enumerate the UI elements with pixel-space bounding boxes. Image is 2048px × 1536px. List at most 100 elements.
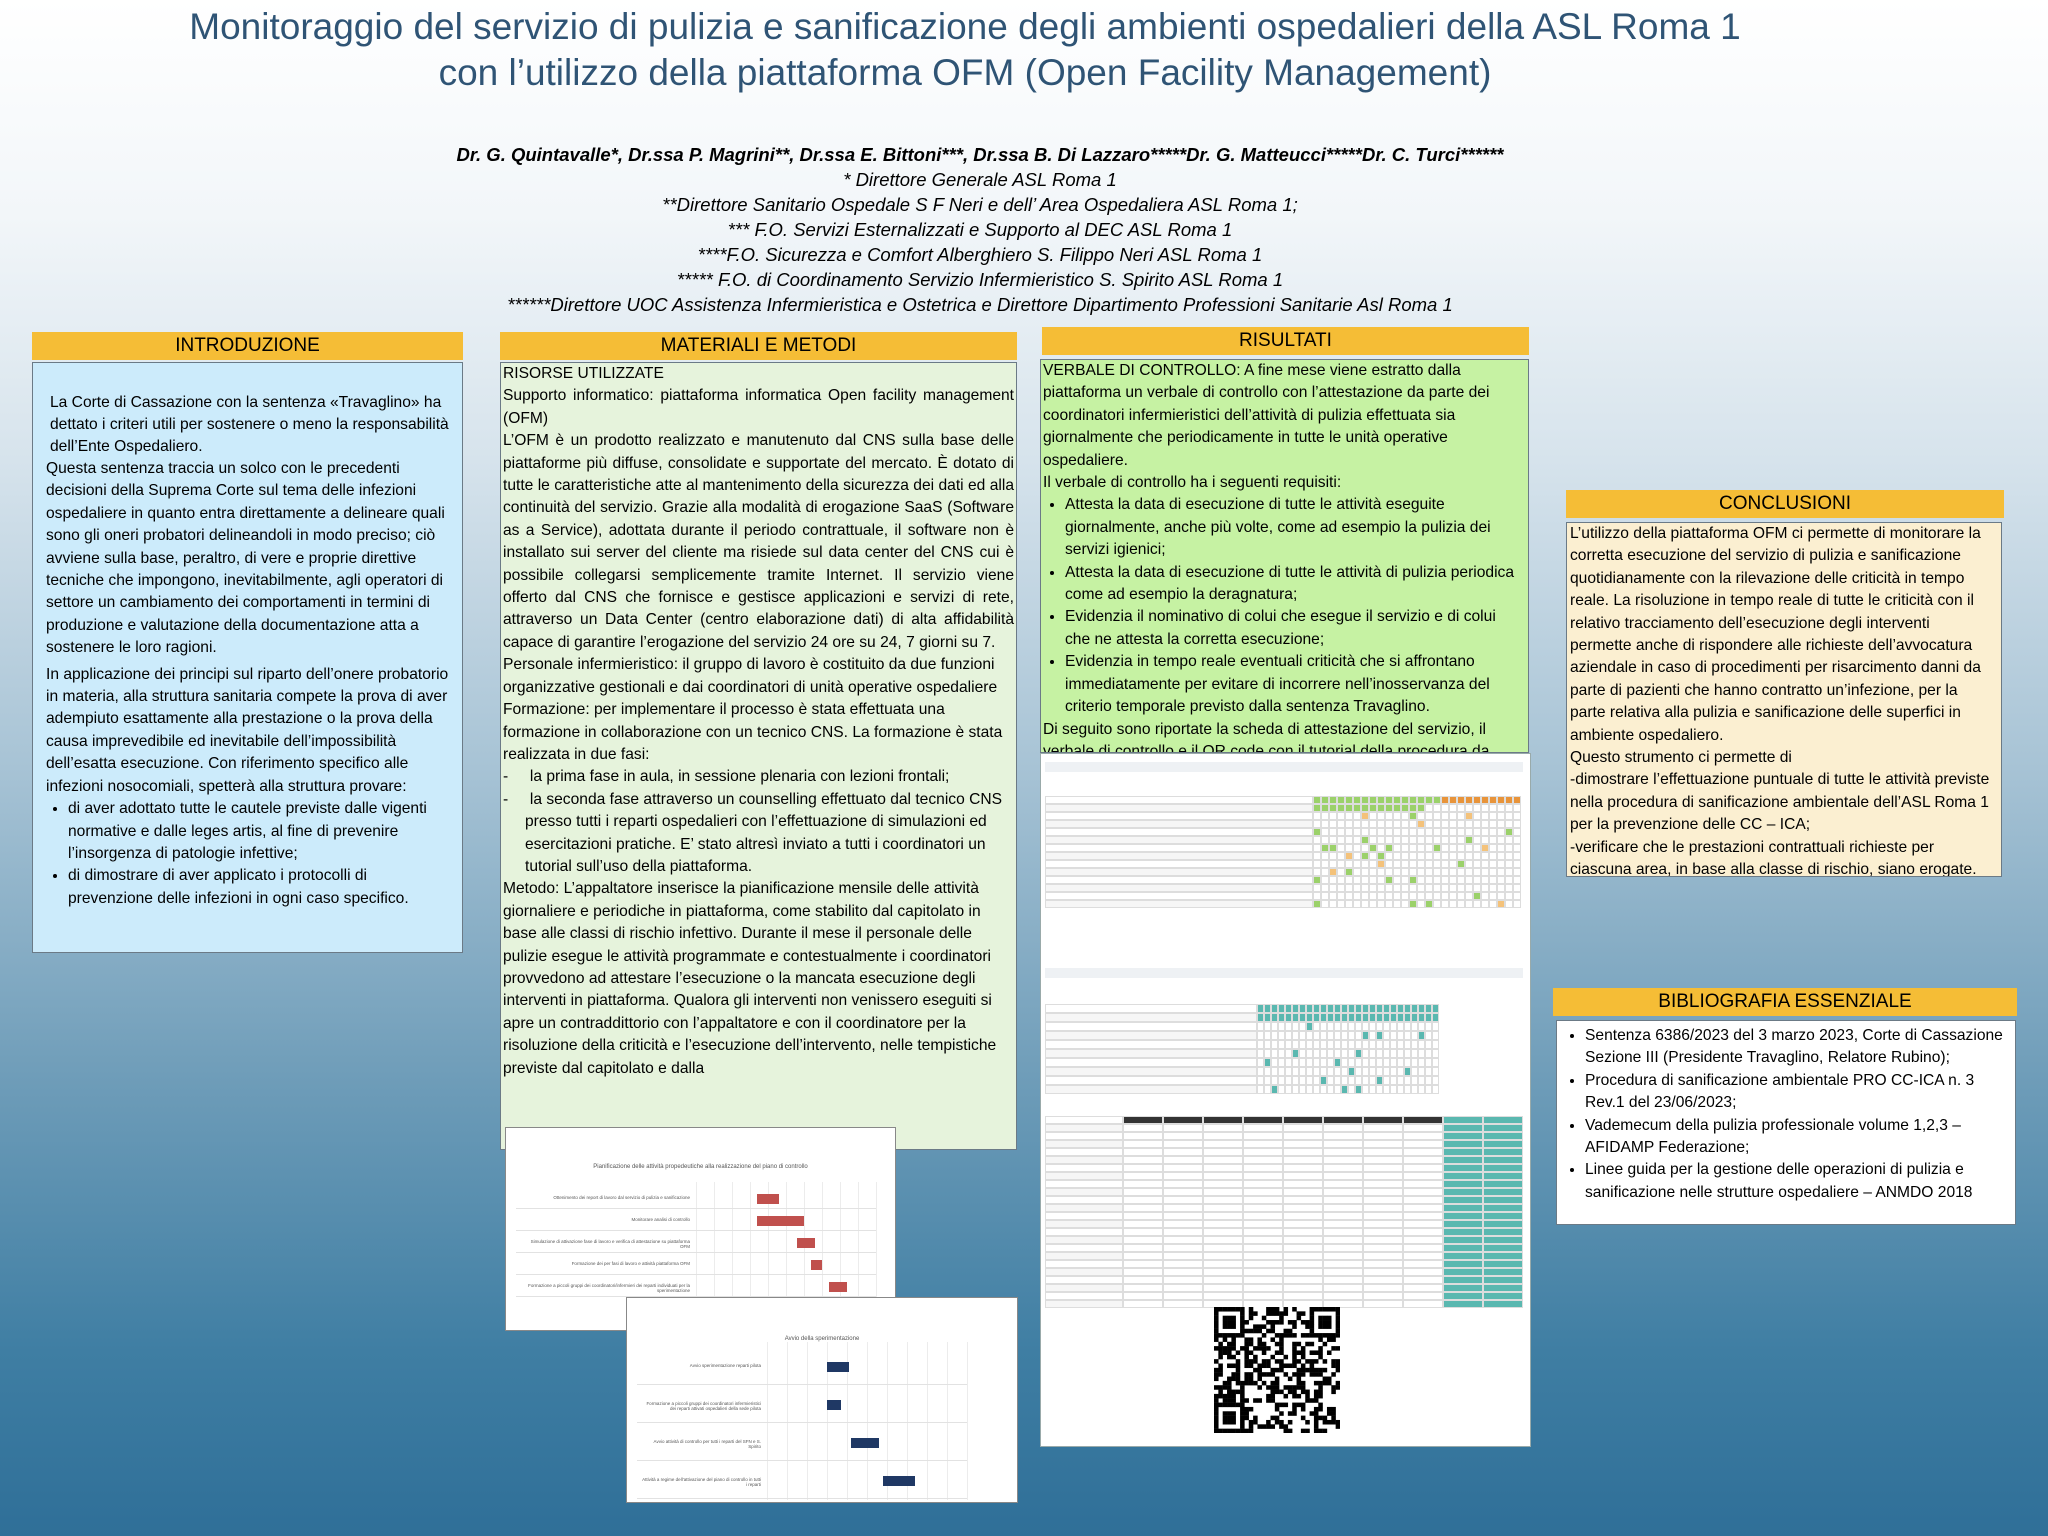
table-cell [1123, 1156, 1163, 1164]
qr-module [1248, 1328, 1254, 1334]
qr-module [1244, 1320, 1249, 1325]
table-cell [1465, 804, 1473, 812]
qr-module [1270, 1367, 1276, 1373]
table-cell [1390, 1013, 1397, 1022]
qr-module [1253, 1346, 1258, 1351]
qr-module [1292, 1354, 1297, 1360]
qr-module [1214, 1333, 1219, 1338]
qr-module [1292, 1402, 1297, 1408]
qr-module [1300, 1333, 1306, 1338]
table-row-label [1045, 1022, 1257, 1031]
table-cell [1409, 884, 1417, 892]
qr-module [1279, 1367, 1284, 1373]
table-cell [1345, 884, 1353, 892]
table-cell [1409, 892, 1417, 900]
results-screenshots [1040, 753, 1531, 1447]
table-cell [1313, 804, 1321, 812]
table-cell [1203, 1260, 1243, 1268]
qr-module [1261, 1363, 1267, 1369]
table-cell [1163, 1164, 1203, 1172]
table-cell [1393, 812, 1401, 820]
table-cell [1403, 1252, 1443, 1260]
table-cell [1362, 1013, 1369, 1022]
table-row-label [1045, 1156, 1123, 1164]
table-cell [1163, 1140, 1203, 1148]
table-cell [1348, 1058, 1355, 1067]
table-cell [1323, 1212, 1363, 1220]
table-cell [1353, 812, 1361, 820]
materials-phase: - la prima fase in aula, in sessione ple… [503, 768, 950, 786]
table-cell [1443, 1300, 1483, 1308]
qr-module [1274, 1385, 1280, 1390]
table-cell [1417, 868, 1425, 876]
table-cell [1363, 1172, 1403, 1180]
qr-module [1335, 1363, 1341, 1369]
table-cell [1390, 1058, 1397, 1067]
qr-module [1240, 1411, 1245, 1416]
table-cell [1409, 804, 1417, 812]
table-cell [1257, 1076, 1264, 1085]
results-paragraph: VERBALE DI CONTROLLO: A fine mese viene … [1043, 362, 1490, 469]
qr-module [1227, 1393, 1232, 1399]
table-cell [1163, 1212, 1203, 1220]
table-cell [1243, 1284, 1283, 1292]
table-cell [1323, 1220, 1363, 1228]
table-cell [1433, 812, 1441, 820]
table-cell [1341, 1049, 1348, 1058]
table-cell [1411, 1067, 1418, 1076]
table-cell [1361, 884, 1369, 892]
qr-module [1257, 1385, 1262, 1390]
table-cell [1313, 868, 1321, 876]
table-cell [1323, 1244, 1363, 1252]
table-cell [1369, 812, 1377, 820]
gantt-bar [796, 1238, 815, 1248]
table-cell [1369, 1085, 1376, 1094]
qr-module [1322, 1333, 1328, 1338]
qr-module [1318, 1406, 1323, 1412]
table-cell [1377, 812, 1385, 820]
qr-module [1244, 1363, 1249, 1369]
table-cell [1489, 796, 1497, 804]
table-cell [1306, 1040, 1313, 1049]
qr-module [1231, 1389, 1236, 1395]
table-cell [1403, 1196, 1443, 1204]
conclusions-paragraph: -dimostrare l’effettuazione puntuale di … [1570, 771, 1990, 834]
table-cell [1443, 1292, 1483, 1300]
qr-module [1283, 1333, 1289, 1338]
table-cell [1345, 876, 1353, 884]
qr-module [1218, 1350, 1223, 1355]
table-cell [1473, 804, 1481, 812]
table-cell [1345, 796, 1353, 804]
table-row-label [1045, 876, 1313, 884]
gantt-bar [851, 1438, 879, 1448]
table-cell [1443, 1172, 1483, 1180]
qr-module [1274, 1389, 1280, 1395]
qr-module [1296, 1393, 1302, 1399]
table-cell [1376, 1085, 1383, 1094]
table-cell [1355, 1004, 1362, 1013]
qr-module [1222, 1320, 1228, 1325]
qr-module [1270, 1328, 1276, 1334]
table-cell [1481, 876, 1489, 884]
table-cell [1449, 812, 1457, 820]
table-cell [1329, 892, 1337, 900]
qr-module [1214, 1424, 1219, 1429]
qr-module [1305, 1393, 1310, 1399]
table-cell [1433, 836, 1441, 844]
table-cell [1417, 820, 1425, 828]
table-cell [1271, 1004, 1278, 1013]
table-cell [1355, 1031, 1362, 1040]
table-cell [1369, 828, 1377, 836]
table-cell [1513, 812, 1521, 820]
qr-module [1261, 1346, 1267, 1351]
table-cell [1417, 844, 1425, 852]
qr-code[interactable] [1214, 1307, 1341, 1434]
qr-module [1266, 1328, 1271, 1334]
table-row-label [1045, 1013, 1257, 1022]
table-cell [1385, 828, 1393, 836]
table-cell [1283, 1188, 1323, 1196]
qr-module [1322, 1307, 1328, 1312]
table-cell [1403, 1284, 1443, 1292]
qr-module [1266, 1346, 1271, 1351]
table-row-label [1045, 1204, 1123, 1212]
